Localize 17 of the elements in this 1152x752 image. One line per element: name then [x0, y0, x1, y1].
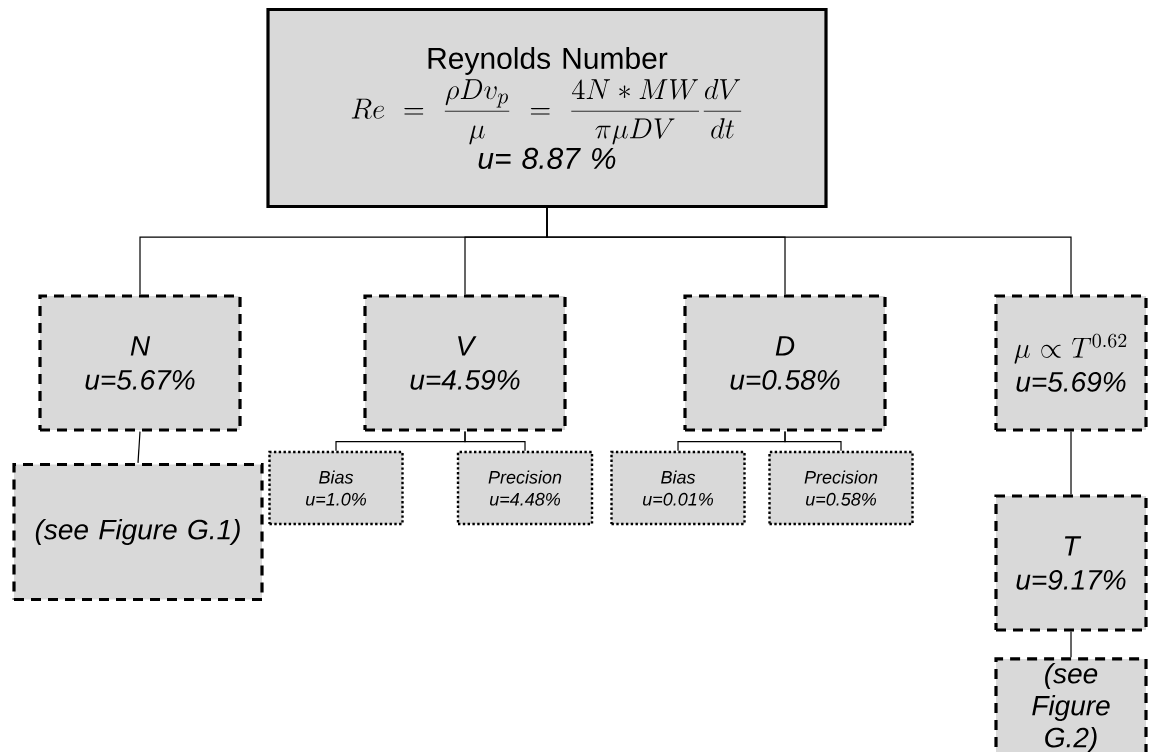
variable-box: N u=5.67%: [38, 294, 242, 432]
error-component-box: Precision u=0.58%: [768, 450, 914, 526]
result-box: Reynolds Number $Re = \frac{\rho D v_p}{\mu} = \frac{4N * MW}{\pi \mu D V}\frac{dV}{dt}$ u= 8.87 %: [266, 7, 828, 209]
variable-box: T u=9.17%: [994, 494, 1148, 632]
error-component-box: Bias u=0.01%: [610, 450, 746, 526]
variable-box: D u=0.58%: [683, 294, 887, 432]
connector-line: [784, 431, 842, 452]
error-component-box: Precision u=4.48%: [456, 450, 594, 526]
connector-line: [137, 431, 141, 464]
connector-line: [464, 431, 526, 452]
connector-line: [1070, 431, 1072, 495]
connector-line: [1070, 631, 1072, 658]
error-component-box: Bias u=1.0%: [268, 450, 404, 526]
variable-box: V u=4.59%: [363, 294, 567, 432]
variable-box: $\mu \propto T^{0.62}$ u=5.69%: [994, 294, 1148, 432]
reference-box: (see Figure G.1): [12, 462, 264, 602]
connector-line: [546, 207, 1072, 295]
